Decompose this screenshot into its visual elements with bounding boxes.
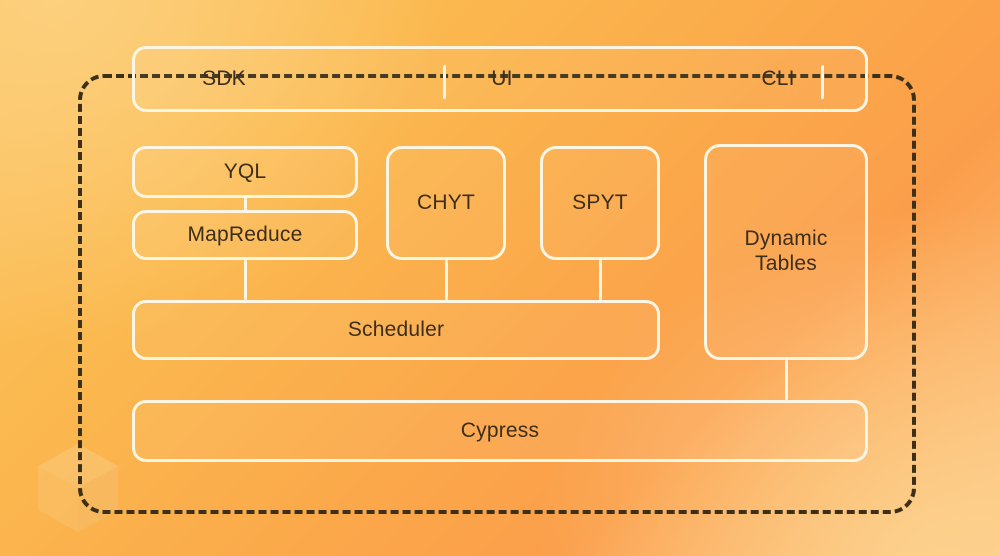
node-cypress[interactable]: Cypress — [132, 400, 868, 462]
cluster-boundary — [78, 74, 916, 514]
node-chyt[interactable]: CHYT — [386, 146, 506, 260]
api-divider-1 — [443, 65, 446, 99]
api-segment-sdk[interactable]: SDK — [135, 49, 313, 109]
node-yql[interactable]: YQL — [132, 146, 358, 198]
node-scheduler-label: Scheduler — [347, 317, 445, 341]
node-dynamic-tables[interactable]: Dynamic Tables — [704, 144, 868, 360]
node-cypress-label: Cypress — [460, 418, 540, 442]
connector-spyt-to-scheduler — [599, 260, 602, 300]
node-mapreduce[interactable]: MapReduce — [132, 210, 358, 260]
api-layer-bar[interactable]: SDK UI CLI — [132, 46, 868, 112]
api-divider-2 — [821, 65, 824, 99]
api-segment-cli[interactable]: CLI — [691, 49, 865, 109]
node-spyt-label: SPYT — [572, 190, 628, 214]
node-dynamic-tables-label: Dynamic Tables — [744, 227, 827, 277]
api-segment-cli-label: CLI — [761, 66, 795, 90]
connector-chyt-to-scheduler — [445, 260, 448, 300]
connector-yql-to-mapreduce — [244, 197, 247, 211]
connector-mapreduce-to-scheduler — [244, 260, 247, 300]
node-yql-label: YQL — [223, 159, 267, 183]
node-dynamic-tables-label-line1: Dynamic — [744, 227, 828, 251]
node-scheduler[interactable]: Scheduler — [132, 300, 660, 360]
node-chyt-label: CHYT — [417, 190, 475, 214]
api-segment-ui-label: UI — [491, 66, 513, 90]
node-spyt[interactable]: SPYT — [540, 146, 660, 260]
api-segment-ui[interactable]: UI — [313, 49, 691, 109]
connector-dynamic-tables-to-cypress — [785, 360, 788, 400]
api-segment-sdk-label: SDK — [202, 66, 246, 90]
node-mapreduce-label: MapReduce — [187, 222, 303, 246]
node-dynamic-tables-label-line2: Tables — [755, 252, 817, 275]
